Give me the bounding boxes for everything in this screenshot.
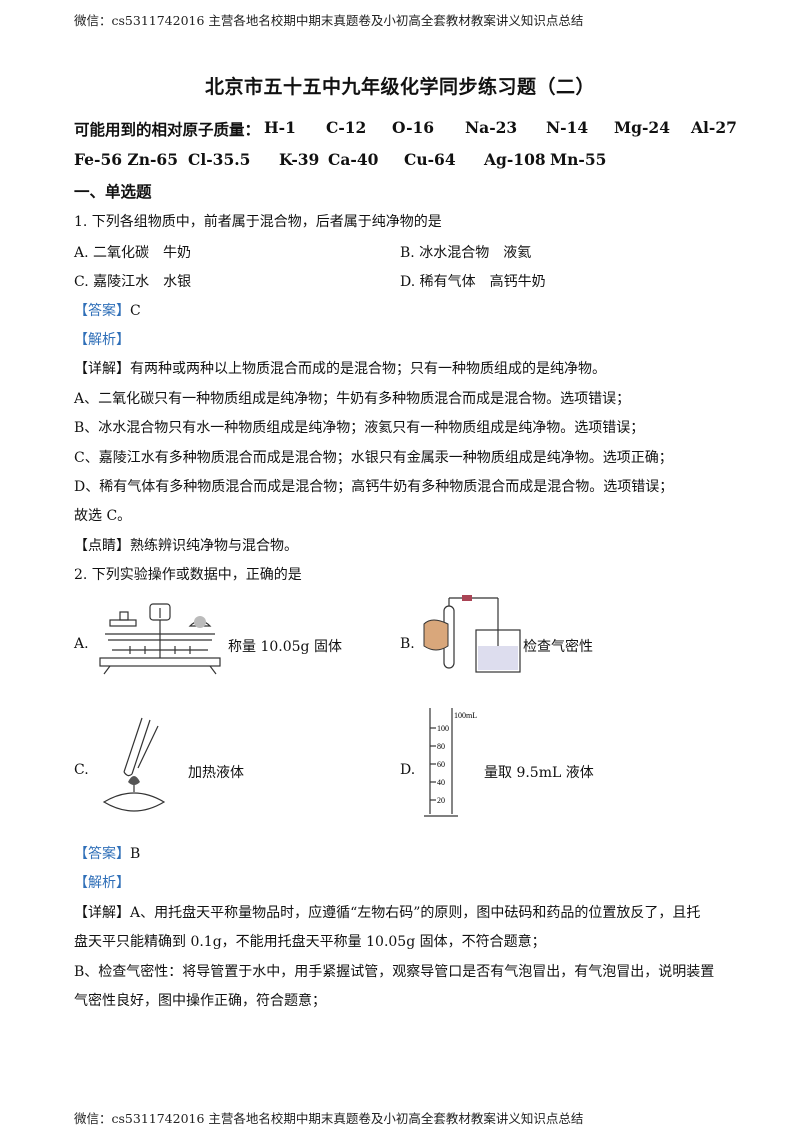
graduated-cylinder-figure: 100mL 100 80 60 40 20 xyxy=(424,708,477,817)
cylinder-tick-label: 20 xyxy=(437,796,445,805)
atomic-mass-item: K-39 xyxy=(279,150,320,169)
cylinder-capacity: 100mL xyxy=(454,711,477,720)
q2-option-c-text: 加热液体 xyxy=(188,765,244,781)
cylinder-tick-label: 60 xyxy=(437,760,445,769)
section-heading: 一、单选题 xyxy=(74,182,152,201)
q1-analysis-tag: 【解析】 xyxy=(74,332,130,348)
q1-detail: 【详解】有两种或两种以上物质混合而成的是混合物；只有一种物质组成的是纯净物。 xyxy=(74,358,606,378)
comment-tag: 【点睛】 xyxy=(74,538,130,554)
q1-stem: 1. 下列各组物质中，前者属于混合物，后者属于纯净物的是 xyxy=(74,214,442,230)
page-footer: 微信：cs5311742016 主营各地名校期中期末真题卷及小初高全套教材教案讲… xyxy=(74,1111,584,1126)
q2-stem: 2. 下列实验操作或数据中，正确的是 xyxy=(74,567,302,583)
atomic-mass-item: Ca-40 xyxy=(328,150,379,169)
q2-detail-line: 盘天平只能精确到 0.1g，不能用托盘天平称量 10.05g 固体，不符合题意； xyxy=(74,934,546,950)
q1-detail-line: B、冰水混合物只有水一种物质组成是纯净物；液氦只有一种物质组成是纯净物。选项错误… xyxy=(74,420,645,436)
answer-tag: 【答案】 xyxy=(74,846,130,862)
q2-option-d-letter: D. xyxy=(400,762,416,778)
q2-answer: 【答案】B xyxy=(74,843,140,863)
q2-option-c-letter: C. xyxy=(74,762,89,778)
q1-detail-line: C、嘉陵江水有多种物质混合而成是混合物；水银只有金属汞一种物质组成是纯净物。选项… xyxy=(74,450,673,466)
atomic-mass-item: O-16 xyxy=(392,118,435,137)
atomic-mass-item: Mg-24 xyxy=(614,118,670,137)
detail-tag: 【详解】 xyxy=(74,905,130,921)
q1-option-a: A. 二氧化碳 牛奶 xyxy=(74,245,192,261)
atomic-mass-item: C-12 xyxy=(326,118,367,137)
q2-detail-line: B、检查气密性：将导管置于水中，用手紧握试管，观察导管口是否有气泡冒出，有气泡冒… xyxy=(74,964,715,980)
atomic-mass-label: 可能用到的相对原子质量： xyxy=(74,120,261,139)
atomic-mass-row-1: 可能用到的相对原子质量： H-1 C-12 O-16 Na-23 N-14 Mg… xyxy=(74,118,737,139)
atomic-mass-item: Na-23 xyxy=(465,118,518,137)
q2-detail-line: 气密性良好，图中操作正确，符合题意； xyxy=(74,993,326,1009)
detail-tag: 【详解】 xyxy=(74,361,130,377)
comment-text: 熟练辨识纯净物与混合物。 xyxy=(130,538,298,554)
atomic-mass-item: Cl-35.5 xyxy=(188,150,251,169)
q2-option-a-letter: A. xyxy=(74,636,89,652)
heating-liquid-figure xyxy=(102,717,166,812)
q1-option-b: B. 冰水混合物 液氦 xyxy=(400,245,532,261)
q2-analysis-tag: 【解析】 xyxy=(74,875,130,891)
answer-value: B xyxy=(130,846,141,862)
atomic-mass-item: Fe-56 Zn-65 xyxy=(74,150,179,169)
atomic-mass-row-2: Fe-56 Zn-65 Cl-35.5 K-39 Ca-40 Cu-64 Ag-… xyxy=(74,150,634,170)
q1-detail-line: D、稀有气体有多种物质混合而成是混合物；高钙牛奶有多种物质混合而成是混合物。选项… xyxy=(74,479,674,495)
q1-conclusion: 故选 C。 xyxy=(74,508,132,524)
detail-text: A、用托盘天平称量物品时，应遵循“左物右码”的原则，图中砝码和药品的位置放反了，… xyxy=(130,905,701,921)
atomic-mass-item: Cu-64 xyxy=(404,150,456,169)
q1-option-c: C. 嘉陵江水 水银 xyxy=(74,274,192,290)
atomic-mass-item: H-1 xyxy=(264,118,296,137)
balance-figure xyxy=(99,603,221,675)
page-header: 微信：cs5311742016 主营各地名校期中期末真题卷及小初高全套教材教案讲… xyxy=(74,13,584,28)
q2-option-b-letter: B. xyxy=(400,636,415,652)
atomic-mass-item: Ag-108 xyxy=(484,150,546,169)
cylinder-tick-label: 100 xyxy=(437,724,449,733)
q2-option-a-text: 称量 10.05g 固体 xyxy=(228,639,342,655)
answer-tag: 【答案】 xyxy=(74,303,130,319)
cylinder-tick-label: 40 xyxy=(437,778,445,787)
q1-option-d: D. 稀有气体 高钙牛奶 xyxy=(400,274,546,290)
q1-answer: 【答案】C xyxy=(74,300,141,320)
q2-option-b-text: 检查气密性 xyxy=(523,639,593,655)
detail-text: 有两种或两种以上物质混合而成的是混合物；只有一种物质组成的是纯净物。 xyxy=(130,361,606,377)
atomic-mass-item: Mn-55 xyxy=(550,150,607,169)
cylinder-tick-label: 80 xyxy=(437,742,445,751)
q2-option-d-text: 量取 9.5mL 液体 xyxy=(484,765,594,781)
atomic-mass-item: N-14 xyxy=(546,118,589,137)
page-title: 北京市五十五中九年级化学同步练习题（二） xyxy=(204,76,595,98)
q1-comment: 【点睛】熟练辨识纯净物与混合物。 xyxy=(74,535,298,555)
answer-value: C xyxy=(130,303,141,319)
atomic-mass-item: Al-27 xyxy=(691,118,737,137)
q2-detail-line: 【详解】A、用托盘天平称量物品时，应遵循“左物右码”的原则，图中砝码和药品的位置… xyxy=(74,902,700,922)
airtightness-figure xyxy=(423,595,521,673)
q1-detail-line: A、二氧化碳只有一种物质组成是纯净物；牛奶有多种物质混合而成是混合物。选项错误； xyxy=(74,391,631,407)
